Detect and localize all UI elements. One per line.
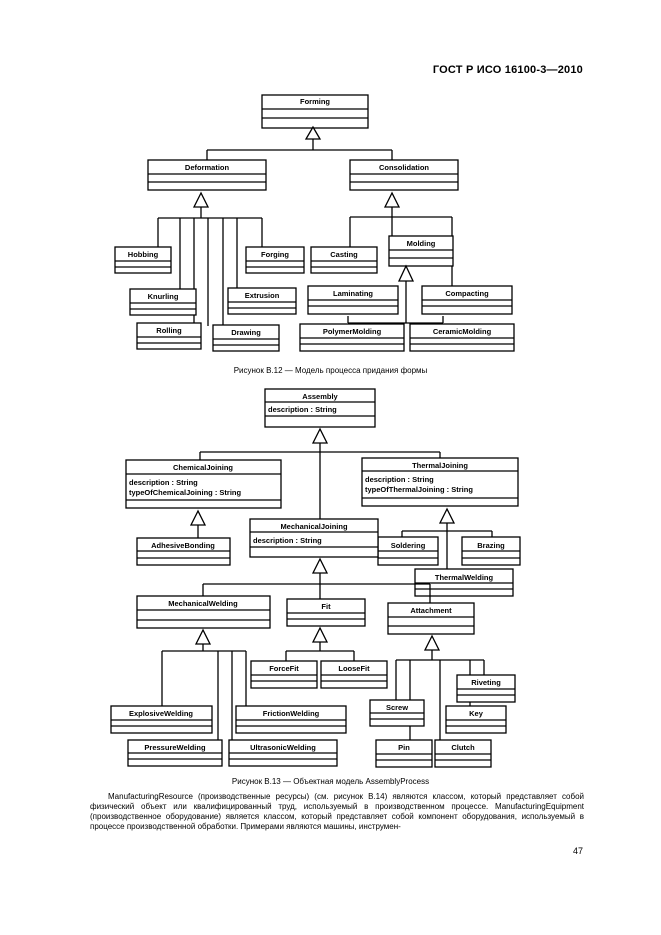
class-name-mechanical-joining: MechanicalJoining <box>280 522 348 531</box>
generalization-arrow-icon <box>311 427 329 444</box>
class-name-thermal-joining: ThermalJoining <box>412 461 468 470</box>
class-name-knurling: Knurling <box>148 292 179 301</box>
class-name-clutch: Clutch <box>451 743 475 752</box>
class-name-consolidation: Consolidation <box>379 163 429 172</box>
class-name-chemical-joining: ChemicalJoining <box>173 463 233 472</box>
rolling-class-box <box>136 322 202 350</box>
class-name-friction-welding: FrictionWelding <box>263 709 320 718</box>
class-name-pin: Pin <box>398 743 410 752</box>
class-name-force-fit: ForceFit <box>269 664 299 673</box>
class-name-hobbing: Hobbing <box>128 250 159 259</box>
generalization-arrow-icon <box>423 634 441 651</box>
class-attr-thermal-description: description : String <box>365 475 434 484</box>
class-name-forming: Forming <box>300 97 330 106</box>
class-name-adhesive-bonding: AdhesiveBonding <box>151 541 215 550</box>
class-name-pressure-welding: PressureWelding <box>144 743 206 752</box>
figure-b12-caption: Рисунок В.12 — Модель процесса придания … <box>233 366 428 375</box>
hobbing-class-box <box>114 246 172 274</box>
class-name-thermal-welding: ThermalWelding <box>435 573 494 582</box>
extrusion-class-box <box>227 287 297 315</box>
class-name-deformation: Deformation <box>185 163 230 172</box>
page-header-standard-id: ГОСТ Р ИСО 16100-3—2010 <box>432 64 583 76</box>
page-number: 47 <box>572 846 583 856</box>
molding-class-box <box>388 235 454 267</box>
body-paragraph: ManufacturingResource (производственные … <box>90 792 584 831</box>
class-name-polymer-molding: PolymerMolding <box>323 327 382 336</box>
generalization-arrow-icon <box>383 191 401 208</box>
figure-b13-caption: Рисунок В.13 — Объектная модель Assembly… <box>231 777 430 786</box>
class-attr-assembly-description: description : String <box>268 405 337 414</box>
assembly-class-box <box>264 388 376 428</box>
forging-class-box <box>245 246 305 274</box>
drawing-class-box <box>212 324 280 352</box>
generalization-arrow-icon <box>192 191 210 208</box>
class-name-explosive-welding: ExplosiveWelding <box>129 709 193 718</box>
class-name-ceramic-molding: CeramicMolding <box>433 327 492 336</box>
mechanical-joining-class-box <box>249 518 379 558</box>
casting-class-box <box>310 246 378 274</box>
attachment-class-box <box>387 602 475 635</box>
generalization-arrow-icon <box>438 507 456 524</box>
generalization-arrow-icon <box>311 626 329 643</box>
class-attr-chemical-type: typeOfChemicalJoining : String <box>129 488 242 497</box>
generalization-arrow-icon <box>189 509 207 526</box>
generalization-arrow-icon <box>397 264 415 282</box>
forming-class-box <box>261 94 369 129</box>
class-name-riveting: Riveting <box>471 678 501 687</box>
class-name-assembly: Assembly <box>302 392 338 401</box>
generalization-arrow-icon <box>304 125 322 140</box>
class-name-brazing: Brazing <box>477 541 505 550</box>
class-name-forging: Forging <box>261 250 289 259</box>
class-name-laminating: Laminating <box>333 289 373 298</box>
knurling-class-box <box>129 288 197 316</box>
class-name-drawing: Drawing <box>231 328 261 337</box>
class-name-rolling: Rolling <box>156 326 182 335</box>
class-name-ultrasonic-welding: UltrasonicWelding <box>250 743 316 752</box>
class-name-compacting: Compacting <box>445 289 489 298</box>
mechanical-welding-class-box <box>136 595 271 629</box>
class-name-fit: Fit <box>321 602 331 611</box>
class-name-soldering: Soldering <box>391 541 426 550</box>
class-attr-chemical-description: description : String <box>129 478 198 487</box>
class-name-casting: Casting <box>330 250 358 259</box>
class-attr-thermal-type: typeOfThermalJoining : String <box>365 485 473 494</box>
class-name-loose-fit: LooseFit <box>338 664 370 673</box>
assembly-class-diagram: Assembly description : String ChemicalJo… <box>110 388 521 768</box>
generalization-arrow-icon <box>311 557 329 574</box>
class-name-attachment: Attachment <box>410 606 452 615</box>
class-name-mechanical-welding: MechanicalWelding <box>168 599 238 608</box>
class-name-key: Key <box>469 709 484 718</box>
class-name-extrusion: Extrusion <box>245 291 280 300</box>
class-name-molding: Molding <box>407 239 436 248</box>
forming-class-diagram: Forming Deformation Consolidation Hobbin… <box>114 94 515 352</box>
consolidation-class-box <box>349 159 459 191</box>
generalization-arrow-icon <box>194 628 212 645</box>
class-attr-mechanical-description: description : String <box>253 536 322 545</box>
deformation-class-box <box>147 159 267 191</box>
class-name-screw: Screw <box>386 703 408 712</box>
